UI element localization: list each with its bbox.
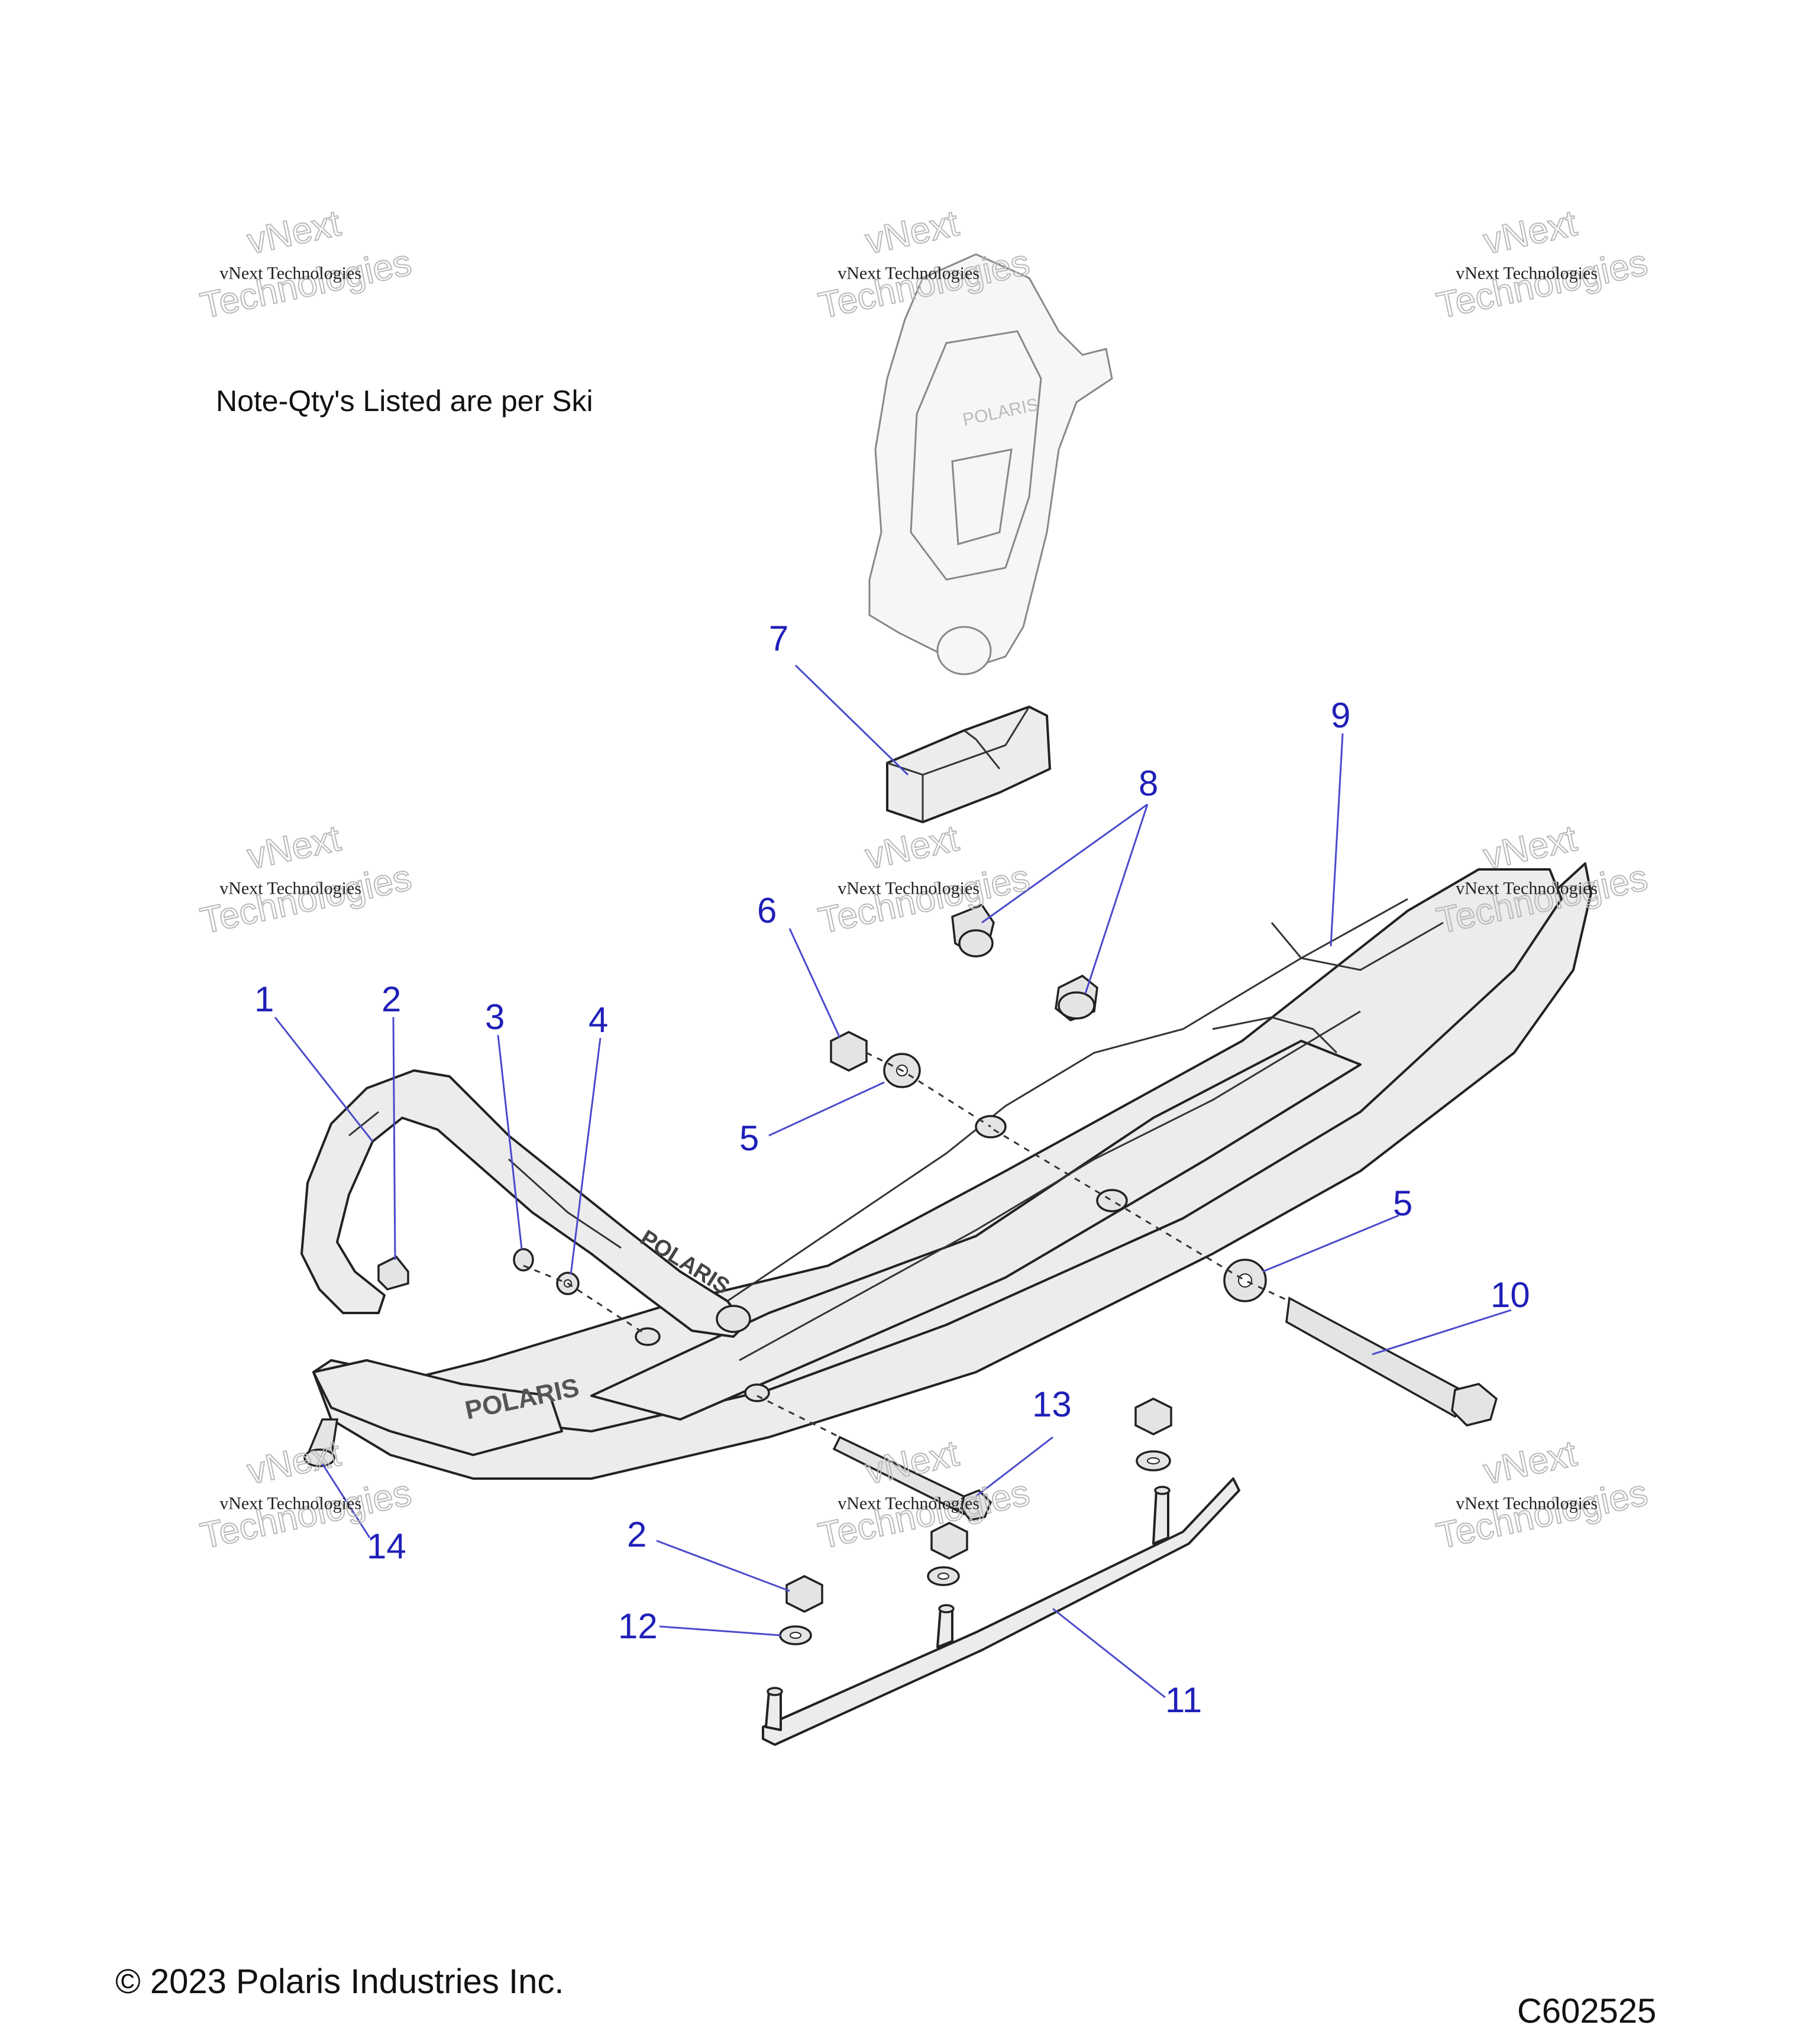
callout-9: 9 [1331, 696, 1350, 735]
callout-5-lower: 5 [1393, 1183, 1412, 1223]
part-1-ski-handle: POLARIS [300, 1069, 751, 1338]
callout-7: 7 [769, 619, 788, 658]
svg-text:vNext Technologies: vNext Technologies [219, 1493, 361, 1513]
svg-text:Technologies: Technologies [1433, 242, 1651, 326]
svg-text:vNext Technologies: vNext Technologies [1456, 1493, 1598, 1513]
svg-text:vNext Technologies: vNext Technologies [838, 263, 979, 283]
diagram-id: C602525 [1517, 1992, 1656, 2030]
svg-text:vNext Technologies: vNext Technologies [838, 878, 979, 898]
callout-1: 1 [254, 979, 274, 1019]
part-10-bolt [1285, 1296, 1469, 1418]
callout-11: 11 [1165, 1680, 1202, 1720]
svg-text:vNext: vNext [862, 1433, 962, 1492]
part-9-ski: POLARIS [312, 862, 1592, 1480]
svg-text:vNext: vNext [862, 203, 962, 262]
svg-text:vNext: vNext [862, 818, 962, 877]
watermark-9: vNext Technologies vNext Technologies [1433, 1432, 1651, 1557]
part-3-bushing [513, 1248, 534, 1272]
callout-12: 12 [618, 1606, 658, 1646]
watermark-4: vNext Technologies vNext Technologies [196, 817, 415, 942]
watermark-5: vNext Technologies vNext Technologies [814, 817, 1033, 942]
callout-2-lower: 2 [627, 1515, 646, 1554]
callouts: 1 2 3 4 5 6 7 8 9 10 11 12 13 14 2 5 [254, 619, 1530, 1720]
svg-text:vNext Technologies: vNext Technologies [1456, 878, 1598, 898]
copyright: © 2023 Polaris Industries Inc. [115, 1962, 564, 2001]
callout-4: 4 [589, 1000, 608, 1040]
svg-text:Technologies: Technologies [197, 857, 415, 942]
callout-10: 10 [1491, 1275, 1530, 1315]
callout-2: 2 [381, 979, 401, 1019]
qty-note: Note-Qty's Listed are per Ski [216, 384, 593, 418]
svg-text:Technologies: Technologies [815, 857, 1033, 942]
leader-lines [274, 664, 1512, 1699]
svg-text:vNext Technologies: vNext Technologies [1456, 263, 1598, 283]
svg-text:vNext: vNext [1480, 1433, 1580, 1492]
watermark-1: vNext Technologies vNext Technologies [196, 202, 415, 327]
svg-text:vNext Technologies: vNext Technologies [838, 1493, 979, 1513]
svg-text:vNext: vNext [1480, 203, 1580, 262]
callout-14: 14 [367, 1526, 406, 1566]
callout-8: 8 [1139, 764, 1158, 803]
callout-5: 5 [739, 1118, 759, 1158]
svg-text:vNext: vNext [244, 203, 344, 262]
callout-3: 3 [485, 997, 505, 1037]
callout-6: 6 [757, 891, 777, 930]
callout-13: 13 [1032, 1385, 1072, 1424]
svg-text:vNext Technologies: vNext Technologies [219, 878, 361, 898]
watermark-3: vNext Technologies vNext Technologies [1433, 202, 1651, 327]
runner-nut-a [1134, 1398, 1172, 1435]
part-2-nut-lower [785, 1575, 823, 1613]
hardware [303, 903, 1498, 1645]
spindle-ghost: POLARIS [868, 253, 1113, 675]
part-6-bushing [830, 1031, 868, 1072]
svg-text:vNext: vNext [1480, 818, 1580, 877]
runner-nut-b [930, 1522, 968, 1560]
assembly-lines [523, 1052, 1290, 1438]
svg-text:Technologies: Technologies [197, 242, 415, 326]
part-11-carbide-runner [762, 1477, 1240, 1746]
part-7-bumper [886, 706, 1051, 823]
svg-text:Technologies: Technologies [1433, 1472, 1651, 1557]
svg-text:vNext: vNext [244, 1433, 344, 1492]
svg-text:vNext Technologies: vNext Technologies [219, 263, 361, 283]
part-2-nut-upper [377, 1255, 409, 1291]
svg-text:vNext: vNext [244, 818, 344, 877]
